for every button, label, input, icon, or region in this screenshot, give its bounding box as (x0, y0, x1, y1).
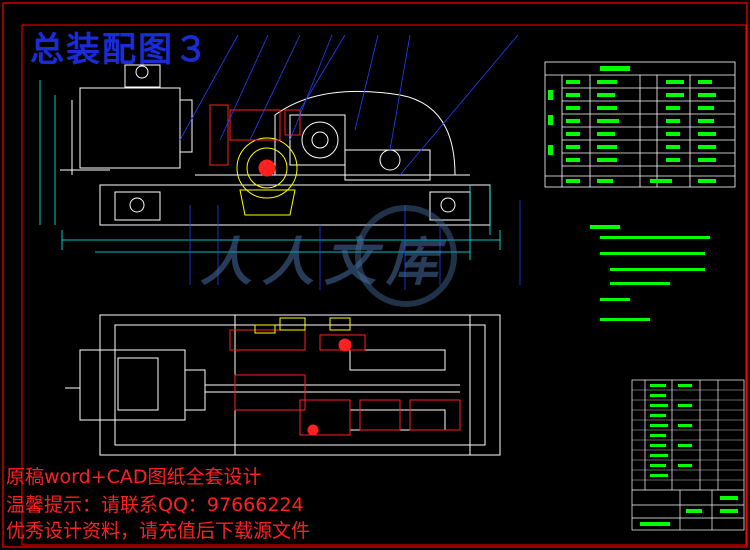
plan-yellow (254, 317, 351, 334)
parts-list-text (640, 384, 738, 526)
parts-list-rows (632, 389, 744, 481)
drawing-title: 总装配图３ (30, 30, 210, 70)
watermark-text: 人人文库 (200, 232, 449, 293)
parts-list (631, 379, 745, 531)
promo-line-3: 优秀设计资料，请充值后下载源文件 (6, 520, 311, 542)
inner-frame (21, 24, 747, 546)
tech-table (544, 61, 736, 188)
promo-line-1: 原稿word+CAD图纸全套设计 (6, 466, 262, 488)
tech-table-text (548, 66, 716, 183)
plan-base (99, 314, 501, 456)
front-gear (209, 104, 301, 216)
plan-gears (229, 329, 461, 436)
plan-view (65, 314, 501, 456)
watermark-circle (355, 205, 457, 307)
promo-line-2: 温馨提示：请联系QQ：97666224 (6, 494, 304, 516)
motor-body (79, 87, 181, 169)
tech-notes (590, 225, 710, 321)
gearbox-housing (274, 90, 456, 176)
